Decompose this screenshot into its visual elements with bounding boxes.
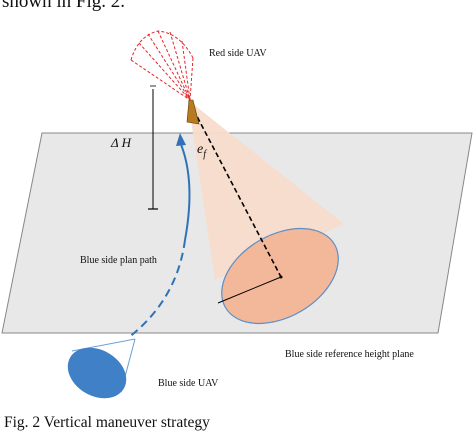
line-of-sight [189, 102, 282, 278]
blue-uav-label: Blue side UAV [158, 378, 219, 389]
red-uav-cone [130, 30, 194, 101]
reference-plane-label: Blue side reference height plane [285, 349, 414, 360]
plan-path-dashed [127, 239, 186, 339]
blue-uav-ellipse [67, 347, 127, 399]
footprint-center-dot [279, 275, 283, 279]
angle-subscript: f [203, 148, 206, 160]
angle-symbol: e [197, 142, 204, 157]
figure-caption: Fig. 2 Vertical maneuver strategy [4, 414, 210, 431]
plan-path-label: Blue side plan path [80, 255, 157, 266]
footprint-radius-line [217, 276, 282, 304]
red-uav-label: Red side UAV [209, 48, 267, 59]
red-uav-body [186, 99, 200, 125]
lead-text: shown in Fig. 2. [2, 0, 125, 12]
plan-path-arrowhead [176, 133, 186, 146]
angle-label: ef [197, 142, 206, 160]
delta-h-label: Δ H [111, 135, 132, 150]
plan-path-solid [179, 141, 191, 241]
